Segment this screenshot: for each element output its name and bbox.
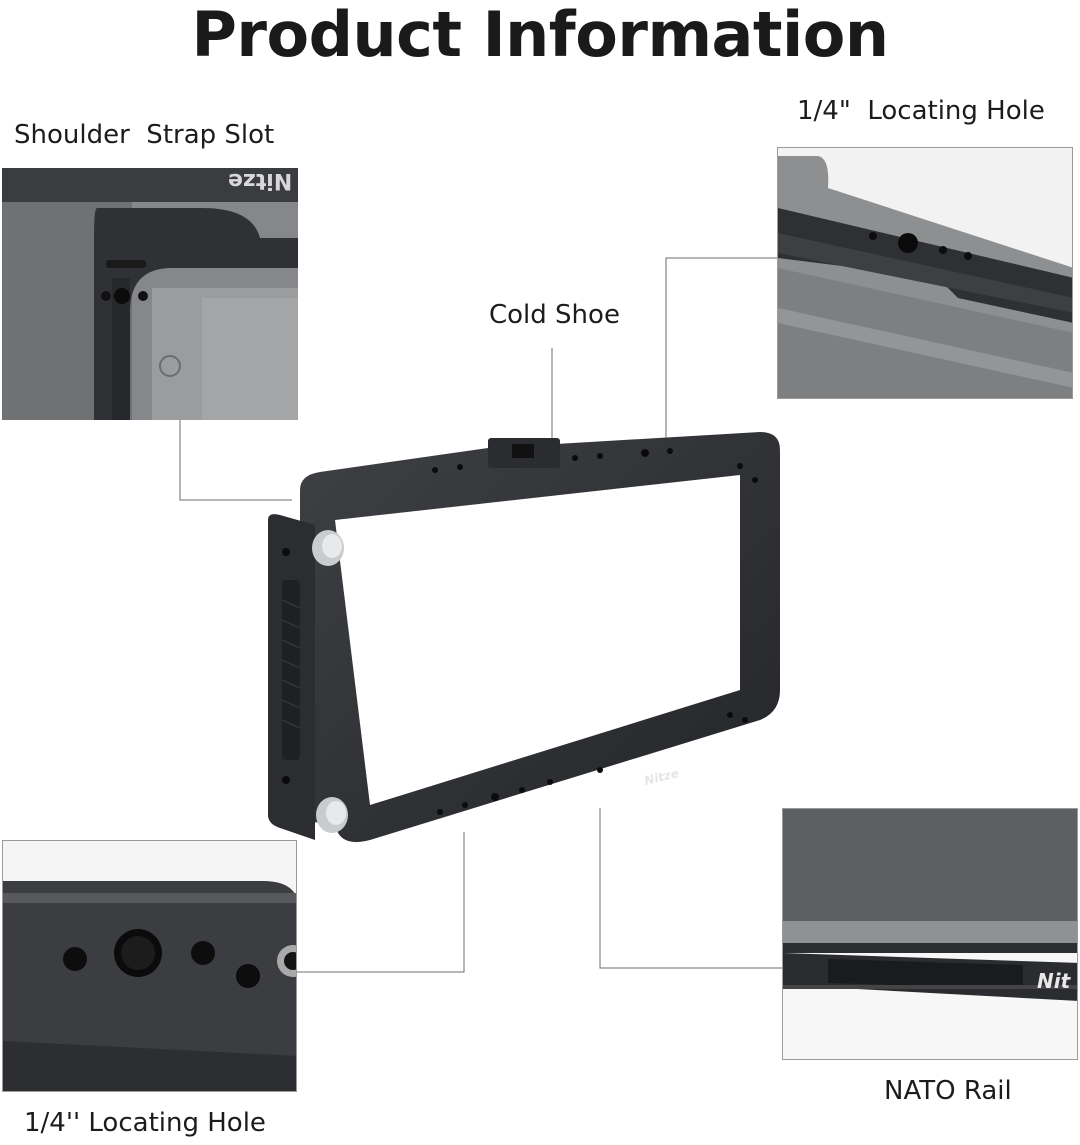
label-shoulder-strap-slot: Shoulder Strap Slot	[14, 120, 275, 150]
label-nato-rail: NATO Rail	[884, 1076, 1012, 1106]
page-title: Product Information	[191, 0, 889, 71]
label-top-locating-hole: 1/4" Locating Hole	[797, 96, 1045, 126]
top-rail-holes	[432, 448, 758, 483]
detail-image-nato-rail: Nit	[782, 808, 1078, 1060]
brand-engraving-mirrored: Nitze	[228, 168, 293, 193]
label-cold-shoe: Cold Shoe	[489, 300, 620, 330]
side-grip-texture	[282, 580, 300, 760]
thumb-screw-bottom	[316, 797, 348, 833]
thumb-screw-top	[312, 530, 344, 566]
monitor-cage-product	[268, 432, 780, 843]
detail-image-shoulder-strap-slot: Nitze	[2, 168, 298, 420]
label-bottom-locating-hole: 1/4'' Locating Hole	[24, 1108, 266, 1138]
detail-image-top-locating-hole	[777, 147, 1073, 399]
brand-engraving-nato: Nit	[1037, 969, 1071, 993]
bottom-rail-holes	[437, 767, 603, 815]
detail-image-bottom-locating-hole	[2, 840, 297, 1092]
